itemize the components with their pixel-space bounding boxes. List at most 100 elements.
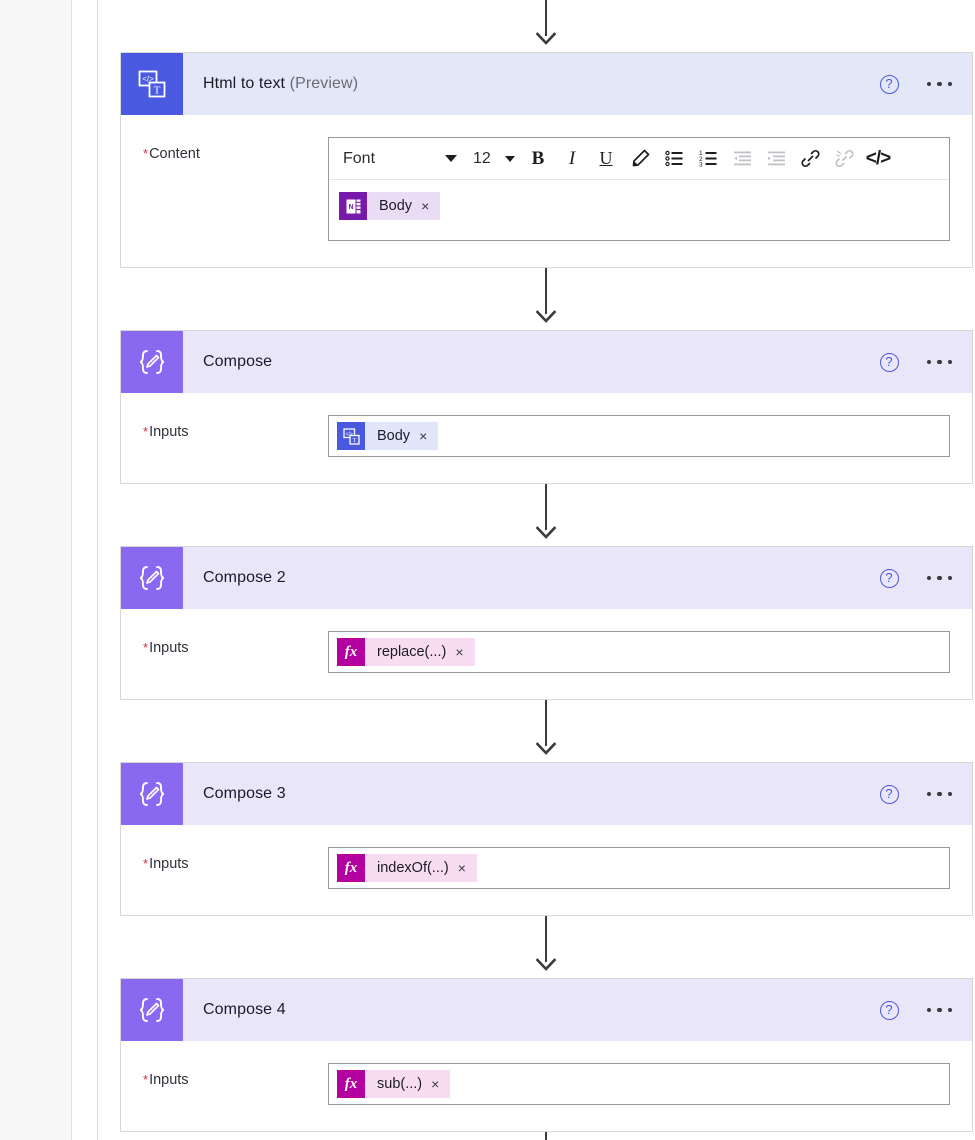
remove-token-icon[interactable]: × — [457, 860, 466, 876]
dynamic-content-token[interactable]: N Body × — [339, 192, 441, 220]
card-body: *Inputs </> T — [121, 393, 972, 483]
help-circle-icon[interactable]: ? — [879, 784, 899, 804]
card-body: *Inputs fx sub(...) × — [121, 1041, 972, 1131]
connector-arrow-5 — [120, 1132, 973, 1140]
card-title: Compose — [203, 353, 272, 371]
connector-stem — [545, 700, 547, 746]
card-title: Html to text (Preview) — [203, 75, 358, 93]
connector-stem — [545, 0, 547, 36]
text-highlight-button[interactable] — [623, 142, 657, 176]
connector-stem — [545, 1132, 547, 1140]
compose-braces-pencil-icon — [121, 763, 183, 825]
font-family-select[interactable]: Font — [333, 144, 465, 174]
remove-token-icon[interactable]: × — [455, 644, 464, 660]
token-text: Body — [377, 428, 411, 444]
inputs-field[interactable]: </> T Body × — [328, 415, 950, 457]
underline-button[interactable]: U — [599, 148, 613, 168]
card-header-actions: ? — [879, 53, 955, 115]
rich-text-toolbar: Font 12 B I U — [329, 138, 949, 180]
connector-stem — [545, 916, 547, 962]
chevron-down-icon — [505, 155, 515, 162]
card-header[interactable]: Compose 4 ? — [121, 979, 972, 1041]
svg-text:2: 2 — [699, 156, 703, 163]
field-label-inputs: *Inputs — [143, 1063, 328, 1088]
action-card-compose-3[interactable]: Compose 3 ? *Inputs fx indexOf(. — [120, 762, 973, 916]
arrow-down-icon — [535, 26, 557, 48]
inputs-field[interactable]: fx indexOf(...) × — [328, 847, 950, 889]
token-label: Body × — [367, 192, 441, 220]
help-circle-icon[interactable]: ? — [879, 74, 899, 94]
ellipsis-icon[interactable] — [925, 354, 955, 371]
connector-arrow-4 — [120, 916, 973, 978]
bulleted-list-button[interactable] — [657, 142, 691, 176]
remove-token-icon[interactable]: × — [431, 1076, 440, 1092]
svg-text:T: T — [352, 437, 356, 444]
card-title: Compose 4 — [203, 1001, 286, 1019]
remove-link-button[interactable] — [827, 142, 861, 176]
rich-text-content[interactable]: N Body × — [329, 180, 949, 240]
flow-column: </> T Html to text (Preview) ? *Content — [120, 0, 973, 1140]
rich-text-editor[interactable]: Font 12 B I U — [328, 137, 950, 241]
dynamic-content-token[interactable]: </> T Body × — [337, 422, 439, 450]
token-text: sub(...) — [377, 1076, 423, 1092]
connector-stem — [545, 268, 547, 314]
field-control: Font 12 B I U — [328, 137, 950, 241]
field-label-inputs: *Inputs — [143, 847, 328, 872]
ellipsis-icon[interactable] — [925, 1002, 955, 1019]
card-title: Compose 2 — [203, 569, 286, 587]
connector-arrow-2 — [120, 484, 973, 546]
help-circle-icon[interactable]: ? — [879, 352, 899, 372]
action-card-html-to-text[interactable]: </> T Html to text (Preview) ? *Content — [120, 52, 973, 268]
field-control: fx replace(...) × — [328, 631, 950, 673]
bold-button[interactable]: B — [531, 147, 545, 169]
card-body: *Inputs fx indexOf(...) × — [121, 825, 972, 915]
action-card-compose[interactable]: Compose ? *Inputs — [120, 330, 973, 484]
inputs-field[interactable]: fx replace(...) × — [328, 631, 950, 673]
field-label-inputs: *Inputs — [143, 415, 328, 440]
token-label: replace(...) × — [365, 638, 475, 666]
expression-token[interactable]: fx sub(...) × — [337, 1070, 451, 1098]
card-title-text: Compose 4 — [203, 1001, 286, 1018]
card-title-text: Html to text — [203, 75, 286, 92]
numbered-list-button[interactable]: 1 2 3 — [691, 142, 725, 176]
remove-token-icon[interactable]: × — [421, 198, 430, 214]
italic-button[interactable]: I — [568, 147, 576, 169]
inputs-field[interactable]: fx sub(...) × — [328, 1063, 950, 1105]
help-circle-icon[interactable]: ? — [879, 1000, 899, 1020]
insert-link-button[interactable] — [793, 142, 827, 176]
fx-icon: fx — [337, 1070, 365, 1098]
fx-icon: fx — [337, 854, 365, 882]
font-size-select[interactable]: 12 — [465, 144, 521, 174]
required-marker: * — [143, 640, 149, 655]
ellipsis-icon[interactable] — [925, 786, 955, 803]
card-header[interactable]: </> T Html to text (Preview) ? — [121, 53, 972, 115]
ellipsis-icon[interactable] — [925, 570, 955, 587]
svg-text:</>: </> — [142, 75, 154, 84]
compose-braces-pencil-icon — [121, 979, 183, 1041]
card-header[interactable]: Compose ? — [121, 331, 972, 393]
expression-token[interactable]: fx indexOf(...) × — [337, 854, 477, 882]
increase-indent-button[interactable] — [759, 142, 793, 176]
remove-token-icon[interactable]: × — [419, 428, 428, 444]
connector-stem — [545, 484, 547, 530]
field-control: fx sub(...) × — [328, 1063, 950, 1105]
action-card-compose-4[interactable]: Compose 4 ? *Inputs fx sub(...) — [120, 978, 973, 1132]
svg-text:3: 3 — [699, 162, 703, 169]
card-header[interactable]: Compose 3 ? — [121, 763, 972, 825]
expression-token[interactable]: fx replace(...) × — [337, 638, 475, 666]
code-view-button[interactable]: </> — [865, 147, 892, 169]
card-header[interactable]: Compose 2 ? — [121, 547, 972, 609]
ellipsis-icon[interactable] — [925, 76, 955, 93]
card-title-text: Compose — [203, 353, 273, 370]
card-title-text: Compose 2 — [203, 569, 286, 586]
help-circle-icon[interactable]: ? — [879, 568, 899, 588]
svg-text:</>: </> — [345, 431, 352, 437]
field-label-text: Inputs — [149, 640, 189, 656]
field-label-inputs: *Inputs — [143, 631, 328, 656]
card-header-actions: ? — [879, 763, 955, 825]
decrease-indent-button[interactable] — [725, 142, 759, 176]
action-card-compose-2[interactable]: Compose 2 ? *Inputs fx replace(. — [120, 546, 973, 700]
font-size-value: 12 — [473, 149, 491, 167]
token-text: replace(...) — [377, 644, 447, 660]
